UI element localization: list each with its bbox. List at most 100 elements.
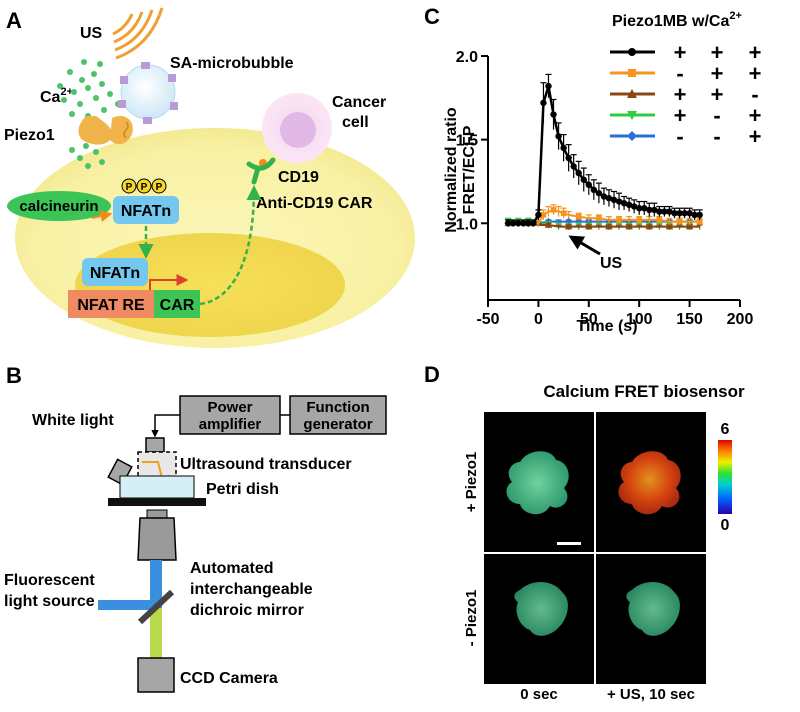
data-point: [605, 194, 613, 202]
y-tick-label: 1.0: [456, 216, 478, 233]
ccd-camera-icon: [137, 657, 175, 693]
cancer-cell-label-1: Cancer: [332, 94, 386, 111]
nfatn-nucleus: [82, 258, 148, 286]
cancer-cell-label-2: cell: [342, 114, 369, 131]
data-point: [570, 163, 577, 170]
data-point: [615, 198, 623, 205]
legend-condition: +: [749, 61, 762, 86]
cd19-receptor-icon: [246, 157, 276, 185]
objective-lens-icon: [137, 517, 177, 561]
panel-c: C Piezo1MB w/Ca2+ +++-++++-+-+--+ 1.01.5…: [424, 4, 761, 335]
data-point: [627, 89, 637, 98]
data-point: [625, 222, 633, 230]
fluorescent-label-2: light source: [4, 593, 95, 610]
data-point: [686, 210, 693, 217]
x-tick-label: 150: [676, 311, 703, 328]
data-point: [636, 205, 643, 212]
data-point: [590, 186, 598, 194]
data-point: [620, 200, 628, 207]
ca-label: Ca2+: [40, 86, 73, 106]
data-point: [530, 220, 537, 227]
green-beam-down: [150, 608, 162, 658]
data-point: [616, 217, 622, 223]
petri-dish-icon: [119, 475, 195, 499]
x-tick-label: 200: [727, 311, 754, 328]
scale-bar: [557, 542, 581, 545]
ccd-camera-label: CCD Camera: [180, 670, 278, 687]
legend-condition: -: [751, 82, 758, 107]
data-point: [610, 196, 618, 204]
svg-text:P: P: [141, 182, 148, 193]
x-axis-label: Time (s): [576, 318, 637, 335]
y-axis-label-2: FRET/ECFP: [461, 125, 478, 214]
legend-condition: +: [711, 61, 724, 86]
data-point: [564, 217, 573, 226]
data-point: [671, 210, 678, 217]
data-point: [515, 220, 522, 227]
data-point: [656, 217, 663, 223]
mirror-label-2: interchangeable: [190, 581, 313, 598]
data-point: [681, 210, 688, 217]
legend-condition: -: [713, 103, 720, 128]
ultrasound-waves-icon: [112, 7, 164, 60]
power-amplifier-label-2: amplifier: [199, 416, 262, 433]
series-1: [505, 204, 703, 227]
data-point: [661, 208, 668, 215]
microbubble-icon: [118, 62, 178, 124]
mirror-label-3: dichroic mirror: [190, 602, 304, 619]
data-point: [600, 193, 608, 200]
x-tick-label: 0: [534, 311, 543, 328]
car-box-label: CAR: [160, 297, 195, 314]
data-point: [630, 203, 638, 210]
data-point: [596, 215, 602, 222]
col-label-us: + US, 10 sec: [607, 686, 695, 703]
y-tick-label: 1.5: [456, 133, 478, 150]
data-point: [628, 69, 636, 77]
data-point: [580, 176, 587, 183]
nfat-re-box: [68, 290, 154, 318]
transcription-arrow: [149, 274, 189, 290]
data-point: [696, 218, 703, 225]
x-tick-label: -50: [476, 311, 499, 328]
data-point: [645, 222, 654, 230]
cd19-label: CD19: [278, 169, 319, 186]
data-point: [535, 211, 542, 219]
row-label-minus-piezo1: - Piezo1: [463, 590, 480, 647]
data-point: [627, 131, 637, 141]
cancer-cell-icon: [262, 93, 332, 163]
data-point: [560, 210, 567, 217]
data-point: [585, 181, 592, 188]
data-point: [685, 222, 694, 230]
data-point: [510, 220, 517, 227]
panel-label-d: D: [424, 362, 440, 387]
data-point: [627, 111, 637, 120]
data-point: [525, 220, 532, 227]
anti-cd19-car-label: Anti-CD19 CAR: [256, 195, 373, 212]
amplifier-wire: [151, 414, 180, 438]
col-label-0s: 0 sec: [520, 686, 558, 703]
data-point: [520, 220, 527, 227]
microbubble-label: SA-microbubble: [170, 55, 294, 72]
fluorescent-label-1: Fluorescent: [4, 572, 95, 589]
legend-condition: -: [676, 124, 683, 149]
transducer-head: [145, 437, 165, 453]
data-point: [605, 222, 613, 230]
data-point: [651, 206, 658, 214]
data-point: [545, 82, 552, 90]
data-point: [628, 48, 636, 56]
mirror-label-1: Automated: [190, 560, 274, 577]
cell-minus-us: [626, 581, 680, 636]
color-scale-bar: [718, 440, 732, 514]
blue-beam-up: [150, 560, 162, 608]
data-point: [676, 210, 683, 217]
panel-label-c: C: [424, 4, 440, 29]
chart-legend: +++-++++-+-+--+: [610, 40, 761, 149]
panel-d: D Calcium FRET biosensor 6 0 + Piezo1 - …: [424, 362, 745, 703]
y-tick-label: 2.0: [456, 49, 478, 66]
data-point: [550, 111, 557, 118]
data-point: [560, 144, 567, 152]
cell-minus-0s: [514, 581, 568, 636]
data-point: [585, 222, 593, 230]
legend-condition: +: [711, 40, 724, 65]
